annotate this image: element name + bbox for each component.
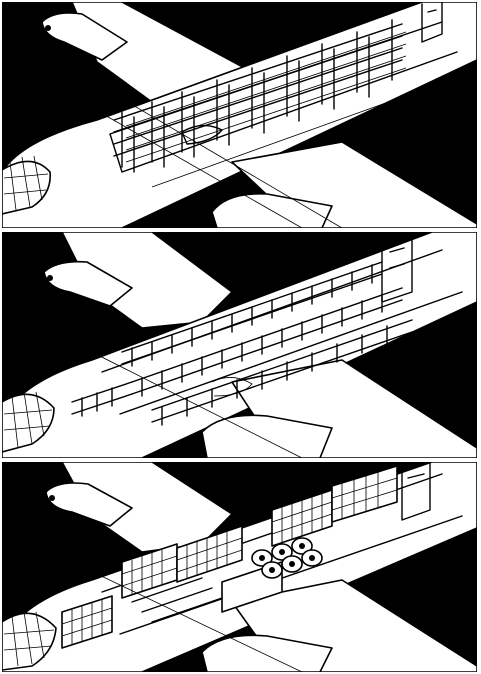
aircraft-cutaway-cargo <box>2 462 477 672</box>
troop-seats <box>71 261 413 426</box>
nose-glazing <box>2 611 57 671</box>
rear-door <box>381 232 413 303</box>
far-engine-nacelle <box>45 482 133 527</box>
cargo-load <box>61 465 398 649</box>
stretcher-racks <box>113 19 407 173</box>
panel-troop-configuration <box>2 232 477 458</box>
cargo-crate <box>176 525 243 583</box>
far-engine-nacelle <box>41 12 128 61</box>
fuselage <box>2 2 477 228</box>
panel-cargo-configuration <box>2 462 477 672</box>
rear-door <box>421 2 443 43</box>
near-engine-nacelle <box>201 634 333 672</box>
cargo-drums <box>251 537 323 579</box>
rear-door <box>401 462 431 521</box>
aircraft-cutaway-stretchers <box>2 2 477 228</box>
panel-stretcher-configuration <box>2 2 477 228</box>
nose-glazing <box>2 391 55 453</box>
aircraft-cutaway-seats <box>2 232 477 458</box>
nose-glazing <box>2 155 51 215</box>
far-engine-nacelle <box>43 260 133 307</box>
near-engine-nacelle <box>201 414 333 458</box>
